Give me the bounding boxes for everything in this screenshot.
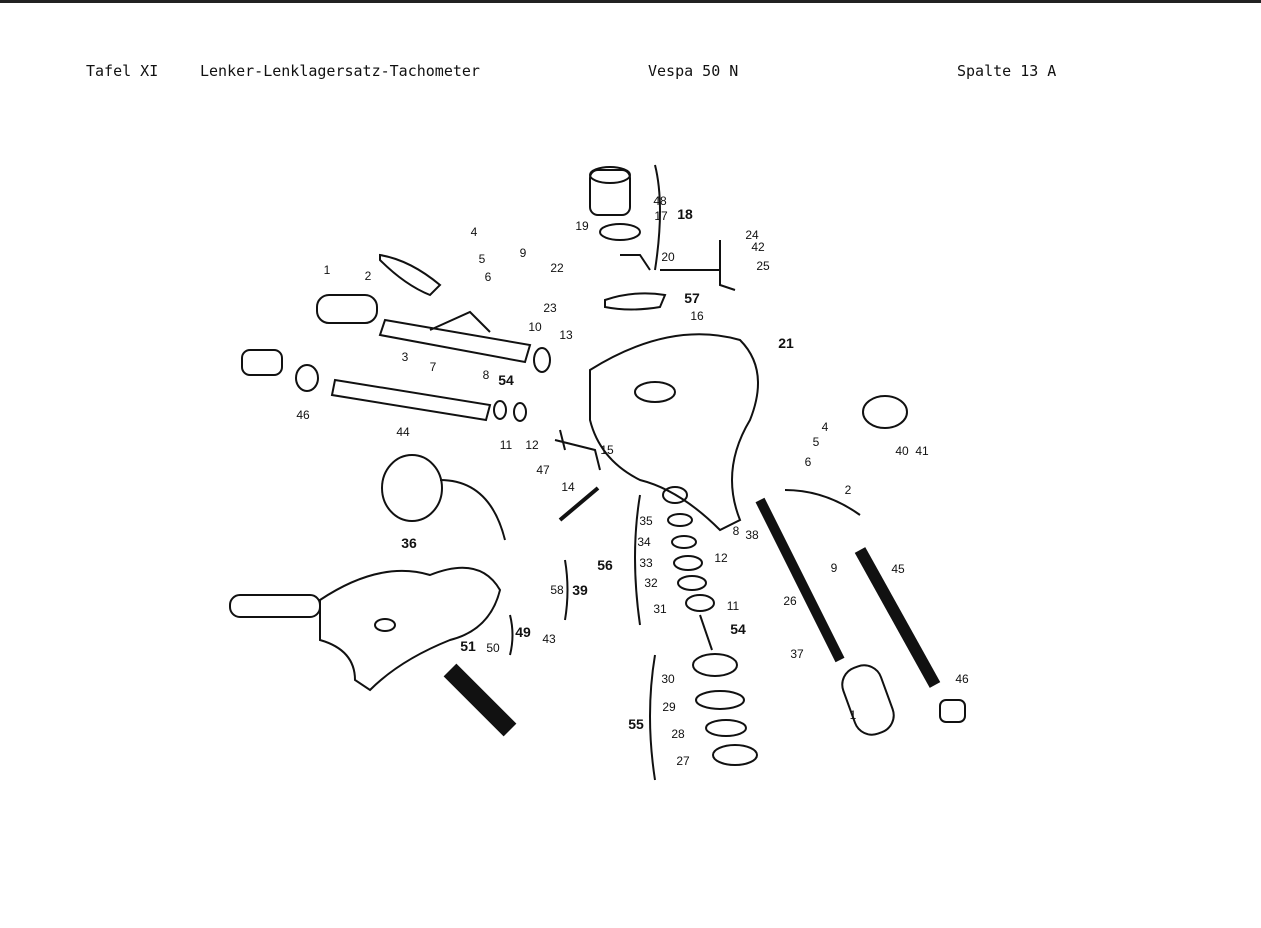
part-label: 55 bbox=[628, 716, 644, 732]
part-label: 36 bbox=[401, 535, 417, 551]
part-label: 19 bbox=[575, 219, 589, 233]
part-label: 15 bbox=[600, 443, 614, 457]
part-label: 40 bbox=[895, 444, 909, 458]
part-label: 56 bbox=[597, 557, 613, 573]
part-label: 41 bbox=[915, 444, 929, 458]
part-label: 2 bbox=[364, 269, 372, 283]
ring-10 bbox=[533, 347, 551, 373]
part-label: 23 bbox=[543, 301, 557, 315]
part-label: 1 bbox=[849, 708, 857, 722]
grip-left bbox=[316, 294, 378, 324]
part-label: 8 bbox=[482, 368, 490, 382]
part-label: 48 bbox=[653, 194, 667, 208]
part-label: 45 bbox=[891, 562, 905, 576]
shaft-26 bbox=[755, 497, 845, 663]
plate-number: Tafel XI bbox=[86, 62, 159, 80]
bracket-47 bbox=[554, 429, 601, 471]
shaft-44 bbox=[330, 378, 492, 422]
part-label: 29 bbox=[662, 700, 676, 714]
grip-end bbox=[241, 349, 283, 376]
scan-border bbox=[0, 0, 1261, 3]
part-label: 54 bbox=[498, 372, 514, 388]
assembled-handlebar bbox=[229, 454, 517, 737]
grip-right bbox=[841, 664, 895, 736]
bearing-stack bbox=[662, 486, 758, 766]
part-label: 57 bbox=[684, 290, 700, 306]
bracket-18 bbox=[654, 164, 661, 271]
bracket-39 bbox=[564, 559, 569, 621]
part-label: 46 bbox=[296, 408, 310, 422]
lever-2b bbox=[784, 489, 861, 516]
part-label: 6 bbox=[484, 270, 492, 284]
part-label: 38 bbox=[745, 528, 759, 542]
part-label: 11 bbox=[726, 599, 740, 613]
bracket-57 bbox=[604, 292, 667, 311]
model-name: Vespa 50 N bbox=[648, 62, 739, 80]
horn-40 bbox=[862, 395, 908, 429]
handlebar-upper-part bbox=[589, 333, 759, 532]
part-label: 24 bbox=[745, 228, 759, 242]
part-label: 46 bbox=[955, 672, 969, 686]
part-label: 43 bbox=[542, 632, 556, 646]
part-label: 5 bbox=[478, 252, 486, 266]
part-label: 54 bbox=[730, 621, 746, 637]
part-label: 37 bbox=[790, 647, 804, 661]
ring-46 bbox=[295, 364, 319, 392]
part-label: 3 bbox=[401, 350, 409, 364]
part-label: 4 bbox=[821, 420, 829, 434]
part-label: 30 bbox=[661, 672, 675, 686]
part-label: 39 bbox=[572, 582, 588, 598]
part-label: 49 bbox=[515, 624, 531, 640]
bracket-56 bbox=[634, 494, 641, 626]
part-label: 20 bbox=[661, 250, 675, 264]
part-label: 13 bbox=[559, 328, 573, 342]
handlebar-tube-3 bbox=[378, 310, 532, 364]
part-label: 32 bbox=[644, 576, 658, 590]
bracket-55 bbox=[649, 654, 656, 781]
part-label: 9 bbox=[830, 561, 838, 575]
part-label: 21 bbox=[778, 335, 794, 351]
part-label: 10 bbox=[528, 320, 542, 334]
shaft-45 bbox=[854, 547, 941, 688]
part-label: 28 bbox=[671, 727, 685, 741]
speedometer-part bbox=[589, 166, 651, 271]
part-label: 5 bbox=[812, 435, 820, 449]
ring-46b bbox=[939, 699, 966, 723]
part-label: 35 bbox=[639, 514, 653, 528]
part-label: 18 bbox=[677, 206, 693, 222]
part-label: 1 bbox=[323, 263, 331, 277]
mirror bbox=[381, 454, 443, 522]
part-label: 9 bbox=[519, 246, 527, 260]
bracket-49 bbox=[509, 614, 514, 656]
column-ref: Spalte 13 A bbox=[957, 62, 1057, 80]
part-label: 47 bbox=[536, 463, 550, 477]
part-label: 27 bbox=[676, 754, 690, 768]
diagram-title: Lenker-Lenklagersatz-Tachometer bbox=[200, 62, 480, 80]
part-label: 7 bbox=[429, 360, 437, 374]
part-label: 12 bbox=[714, 551, 728, 565]
part-label: 50 bbox=[486, 641, 500, 655]
part-label: 16 bbox=[690, 309, 704, 323]
part-label: 14 bbox=[561, 480, 575, 494]
part-label: 31 bbox=[653, 602, 667, 616]
part-label: 12 bbox=[525, 438, 539, 452]
part-label: 8 bbox=[732, 524, 740, 538]
part-label: 33 bbox=[639, 556, 653, 570]
part-label: 34 bbox=[637, 535, 651, 549]
part-label: 6 bbox=[804, 455, 812, 469]
part-label: 11 bbox=[499, 438, 513, 452]
part-label: 44 bbox=[396, 425, 410, 439]
part-label: 22 bbox=[550, 261, 564, 275]
part-label: 42 bbox=[751, 240, 765, 254]
leader-lines bbox=[660, 240, 736, 291]
part-label: 26 bbox=[783, 594, 797, 608]
part-label: 2 bbox=[844, 483, 852, 497]
part-label: 51 bbox=[460, 638, 476, 654]
part-label: 4 bbox=[470, 225, 478, 239]
bolt-14 bbox=[558, 486, 600, 522]
lever-2 bbox=[379, 253, 442, 297]
part-label: 25 bbox=[756, 259, 770, 273]
part-label: 58 bbox=[550, 583, 564, 597]
part-label: 17 bbox=[654, 209, 668, 223]
